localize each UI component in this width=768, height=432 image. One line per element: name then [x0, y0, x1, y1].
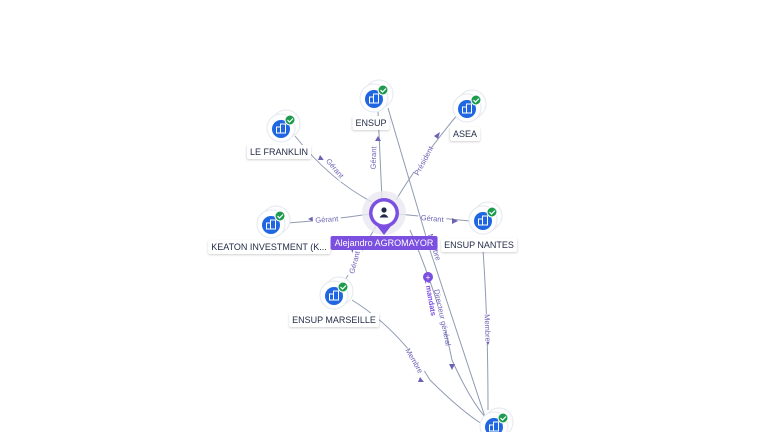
edge-ensup-arrow — [375, 136, 381, 141]
building-icon — [478, 215, 488, 226]
company-node-keaton[interactable] — [256, 205, 291, 239]
user-icon — [379, 207, 389, 218]
check-icon-mark — [489, 210, 496, 215]
company-label-asea[interactable]: ASEA — [449, 127, 481, 141]
user-icon-head — [381, 207, 387, 213]
company-label-ensup[interactable]: ENSUP — [352, 116, 390, 130]
check-icon-disc — [486, 206, 498, 218]
building-icon-right — [280, 123, 286, 134]
edge-membre-marseille-label: Membre — [403, 347, 425, 375]
edge-asea-arrow — [434, 132, 440, 139]
mandats-badge-plus: + — [426, 273, 431, 282]
company-node-ensup[interactable] — [359, 79, 394, 113]
edge-membre-nantes-label: Membre — [483, 314, 493, 342]
edge-asea-label: Président — [412, 144, 435, 177]
building-icon — [276, 123, 286, 134]
check-icon-disc — [337, 281, 349, 293]
check-icon — [377, 84, 389, 96]
mandats-badge-dot[interactable] — [423, 272, 433, 282]
company-node-bottom[interactable] — [479, 407, 514, 432]
check-icon-disc — [377, 84, 389, 96]
person-label[interactable]: Alejandro AGROMAYOR — [330, 236, 438, 250]
company-node-asea[interactable] — [452, 89, 487, 123]
company-label-keaton[interactable]: KEATON INVESTMENT (K... — [208, 240, 330, 254]
edge-ensup-label: Gérant — [369, 145, 379, 169]
building-icon — [266, 219, 276, 230]
edge-franklin-label-bg — [322, 154, 348, 183]
edge-membre-marseille-arrow — [418, 377, 424, 382]
check-icon — [337, 281, 349, 293]
check-icon-disc — [470, 94, 482, 106]
company-node-marseille[interactable] — [319, 276, 354, 310]
edge-marseille-label-bg — [346, 247, 363, 278]
check-icon — [470, 94, 482, 106]
edge-keaton-label-bg — [312, 214, 342, 225]
check-icon-mark — [287, 118, 294, 123]
check-icon-disc — [284, 114, 296, 126]
check-icon-mark — [277, 214, 284, 219]
building-icon-right — [333, 290, 339, 301]
check-icon-mark — [500, 416, 507, 421]
edge-franklin-arrow — [318, 155, 324, 160]
check-icon — [486, 206, 498, 218]
edge-nantes-label: Gérant — [420, 213, 445, 224]
edge-marseille-label: Gérant — [347, 249, 362, 274]
company-label-marseille[interactable]: ENSUP MARSEILLE — [289, 313, 379, 327]
person-node[interactable] — [362, 191, 406, 235]
edges-layer: GérantPrésidentGérantGérantGérantGérantM… — [286, 107, 493, 425]
building-icon-right — [482, 215, 488, 226]
edge-directeur-label-bg — [435, 302, 450, 333]
building-icon-right — [270, 219, 276, 230]
check-icon-mark — [473, 98, 480, 103]
check-icon-disc — [497, 412, 509, 424]
company-node-nantes[interactable] — [468, 201, 503, 235]
person-node-inner — [372, 201, 396, 225]
edge-nantes-label-bg — [417, 212, 447, 225]
edge-keaton-label: Gérant — [315, 214, 339, 225]
building-icon-right — [373, 93, 379, 104]
check-icon — [284, 114, 296, 126]
check-icon-mark — [340, 285, 347, 290]
edge-keaton-arrow — [308, 216, 314, 222]
building-icon — [462, 103, 472, 114]
check-icon — [497, 412, 509, 424]
user-icon-body — [379, 214, 389, 218]
edge-ensup-label-bg — [368, 143, 379, 173]
company-label-nantes[interactable]: ENSUP NANTES — [441, 238, 517, 252]
building-icon — [369, 93, 379, 104]
mandats-badge-label[interactable]: 2 mandats — [423, 279, 438, 317]
edge-membre-nantes-label-bg — [482, 313, 493, 343]
check-icon-mark — [380, 88, 387, 93]
edge-membre-top — [387, 107, 487, 421]
edge-nantes-arrow — [452, 218, 458, 224]
company-node-franklin[interactable] — [266, 109, 301, 143]
check-icon-disc — [274, 210, 286, 222]
building-icon-right — [493, 421, 499, 432]
building-icon — [489, 421, 499, 432]
company-label-franklin[interactable]: LE FRANKLIN — [246, 145, 312, 159]
edge-directeur-arrow — [449, 364, 455, 370]
edge-membre-marseille-label-bg — [403, 346, 426, 376]
nodes-layer — [256, 79, 514, 432]
building-icon — [329, 290, 339, 301]
edge-directeur — [409, 229, 487, 419]
edge-asea-label-bg — [413, 146, 435, 176]
building-icon-right — [466, 103, 472, 114]
check-icon — [274, 210, 286, 222]
